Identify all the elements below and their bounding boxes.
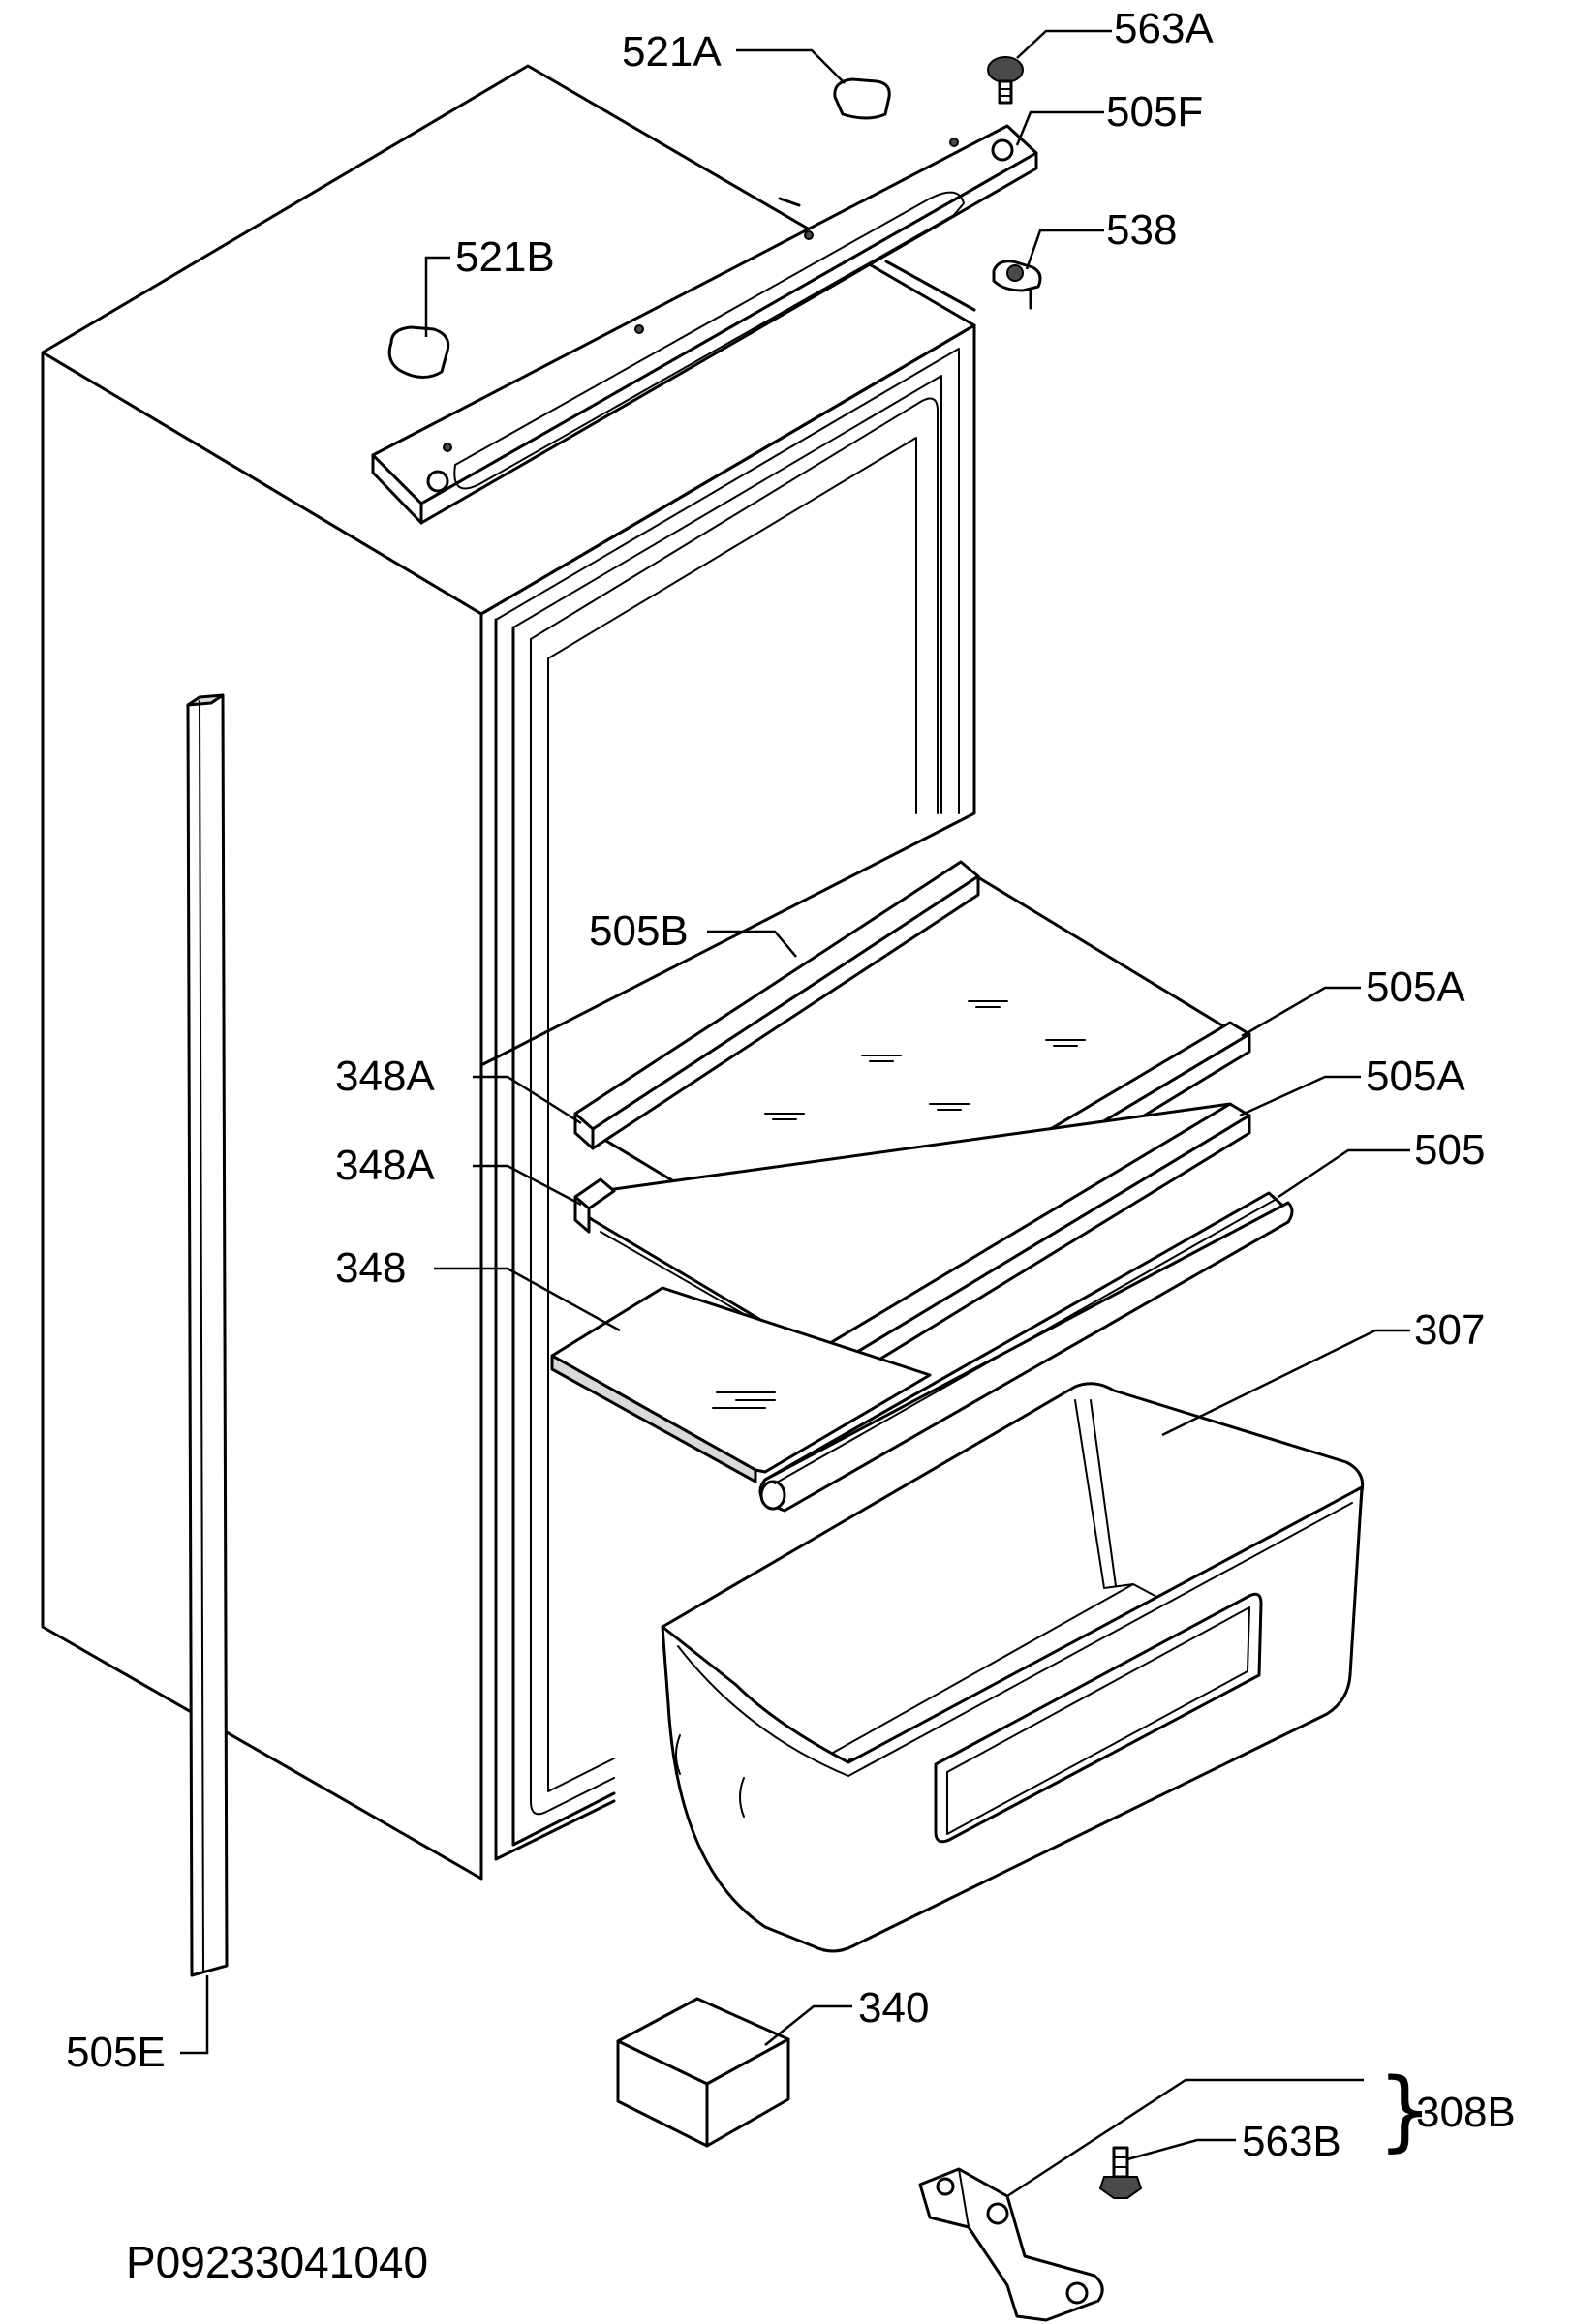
bracket-brace: } <box>1377 2060 1432 2161</box>
label-340: 340 <box>858 1984 929 2032</box>
crisper-drawer-icon <box>661 1382 1365 1953</box>
label-505a-2: 505A <box>1366 1053 1465 1100</box>
label-307: 307 <box>1414 1306 1485 1354</box>
cabinet-body <box>41 64 976 1881</box>
glass-shelf-icon <box>573 1102 1251 1389</box>
glass-plate-icon <box>550 1286 932 1483</box>
top-rail-505f <box>371 124 1038 525</box>
hinge-pin-icon <box>992 260 1042 310</box>
label-563b: 563B <box>1242 2118 1341 2165</box>
cap-521a <box>833 77 891 120</box>
drawing-code: P09233041040 <box>126 2237 428 2287</box>
cap-521b <box>387 325 450 379</box>
label-505b: 505B <box>589 907 689 955</box>
top-cap-icon <box>387 325 450 379</box>
label-505a-1: 505A <box>1366 963 1465 1011</box>
hinge-bracket-icon <box>918 2167 1104 2322</box>
label-521b: 521B <box>455 233 555 281</box>
label-505f: 505F <box>1106 88 1203 136</box>
label-348a-2: 348A <box>335 1142 435 1189</box>
door-gasket-left <box>530 638 615 1816</box>
leader-lines <box>180 29 1410 2198</box>
label-505: 505 <box>1414 1126 1485 1174</box>
door-frame-left-inner <box>511 626 616 1847</box>
door-gasket-top <box>530 397 939 814</box>
screw-icon <box>987 56 1024 105</box>
shelf-front-profile-icon <box>758 1191 1294 1513</box>
screw-icon <box>1098 2146 1143 2199</box>
label-348: 348 <box>335 1244 406 1292</box>
label-505e: 505E <box>66 2029 166 2076</box>
label-348a-1: 348A <box>335 1053 435 1100</box>
cabinet-side-face <box>41 351 483 1881</box>
box-icon <box>616 1997 790 2148</box>
label-538: 538 <box>1106 206 1177 254</box>
side-strip-icon <box>186 693 229 1977</box>
door-frame-left <box>494 618 616 1861</box>
label-521a: 521A <box>622 28 722 76</box>
label-563a: 563A <box>1114 5 1214 52</box>
label-308b: 308B <box>1416 2089 1516 2136</box>
top-cap-icon <box>833 77 891 120</box>
